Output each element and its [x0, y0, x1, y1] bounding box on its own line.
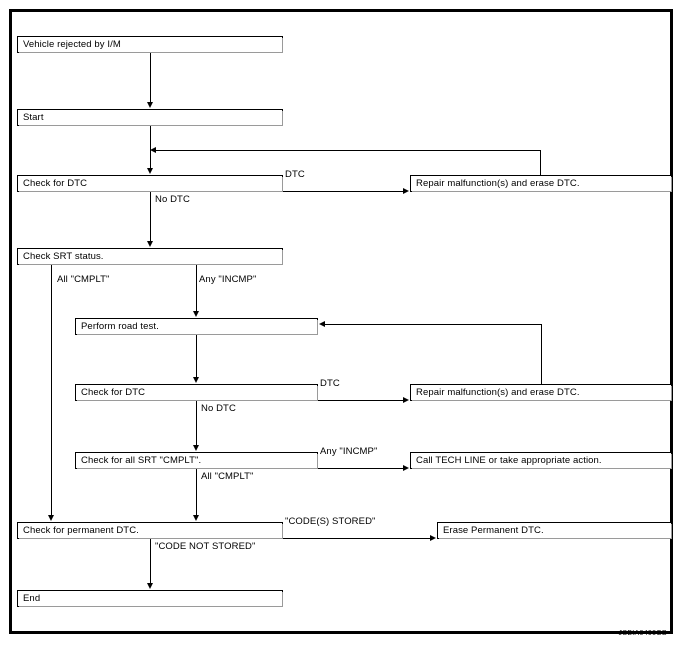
edge-label-codes-stored: "CODE(S) STORED"	[285, 516, 376, 527]
edge-label-no-dtc-1: No DTC	[155, 194, 190, 205]
arrowhead-to-start	[146, 102, 153, 108]
node-vehicle-rejected: Vehicle rejected by I/M	[17, 36, 283, 53]
arrowhead-to-check-dtc-1	[146, 168, 153, 174]
node-check-dtc-2: Check for DTC	[75, 384, 318, 401]
node-erase-permanent-dtc: Erase Permanent DTC.	[437, 522, 672, 539]
arrowhead-to-repair1	[403, 187, 409, 194]
connector-repair1-loopback-vertical	[540, 150, 541, 176]
connector-check-dtc-2-to-all-srt	[196, 401, 197, 445]
node-check-srt-status: Check SRT status.	[17, 248, 283, 265]
node-repair-malfunctions-2: Repair malfunction(s) and erase DTC.	[410, 384, 672, 401]
connector-road-test-to-check-dtc-2	[196, 335, 197, 378]
connector-check-dtc-2-to-repair2	[318, 400, 404, 401]
node-call-tech-line: Call TECH LINE or take appropriate actio…	[410, 452, 672, 469]
figure-code: JSBIA0400GB	[618, 630, 667, 637]
connector-srt-all-cmplt-to-permanent-dtc	[51, 265, 52, 515]
node-check-permanent-dtc: Check for permanent DTC.	[17, 522, 283, 539]
node-check-dtc-1: Check for DTC	[17, 175, 283, 192]
node-start: Start	[17, 109, 283, 126]
connector-srt-any-incmp-to-road-test	[196, 265, 197, 311]
edge-label-any-incmp-1: Any "INCMP"	[199, 274, 257, 285]
connector-all-srt-to-tech-line	[318, 468, 404, 469]
connector-repair1-loopback-horizontal	[156, 150, 541, 151]
connector-permanent-dtc-to-end	[150, 539, 151, 583]
arrowhead-to-all-srt	[192, 445, 199, 451]
connector-check-dtc-1-to-srt-status	[150, 192, 151, 242]
arrowhead-repair2-loopback	[319, 320, 325, 327]
edge-label-all-cmplt-1: All "CMPLT"	[57, 274, 110, 285]
connector-all-srt-to-permanent-dtc	[196, 469, 197, 515]
edge-label-any-incmp-2: Any "INCMP"	[320, 446, 378, 457]
edge-label-code-not-stored: "CODE NOT STORED"	[155, 541, 256, 552]
connector-permanent-dtc-to-erase	[283, 538, 431, 539]
connector-repair2-loopback-vertical	[541, 324, 542, 384]
edge-label-no-dtc-2: No DTC	[201, 403, 236, 414]
arrowhead-all-cmplt-2-to-permanent-dtc	[192, 515, 199, 521]
connector-check-dtc-1-to-repair1	[283, 191, 404, 192]
node-end: End	[17, 590, 283, 607]
arrowhead-all-cmplt-to-permanent-dtc	[47, 515, 54, 521]
arrowhead-to-repair2	[403, 396, 409, 403]
connector-vehicle-to-start	[150, 53, 151, 103]
connector-repair2-loopback-horizontal	[325, 324, 542, 325]
arrowhead-to-tech-line	[403, 464, 409, 471]
arrowhead-repair1-loopback	[150, 146, 156, 153]
node-repair-malfunctions-1: Repair malfunction(s) and erase DTC.	[410, 175, 672, 192]
arrowhead-to-srt-status	[146, 241, 153, 247]
edge-label-dtc-1: DTC	[285, 169, 305, 180]
edge-label-all-cmplt-2: All "CMPLT"	[201, 471, 254, 482]
arrowhead-to-end	[146, 583, 153, 589]
node-check-all-srt-cmplt: Check for all SRT "CMPLT".	[75, 452, 318, 469]
edge-label-dtc-2: DTC	[320, 378, 340, 389]
arrowhead-to-check-dtc-2	[192, 377, 199, 383]
arrowhead-to-road-test	[192, 311, 199, 317]
arrowhead-to-erase-permanent-dtc	[430, 534, 436, 541]
node-perform-road-test: Perform road test.	[75, 318, 318, 335]
